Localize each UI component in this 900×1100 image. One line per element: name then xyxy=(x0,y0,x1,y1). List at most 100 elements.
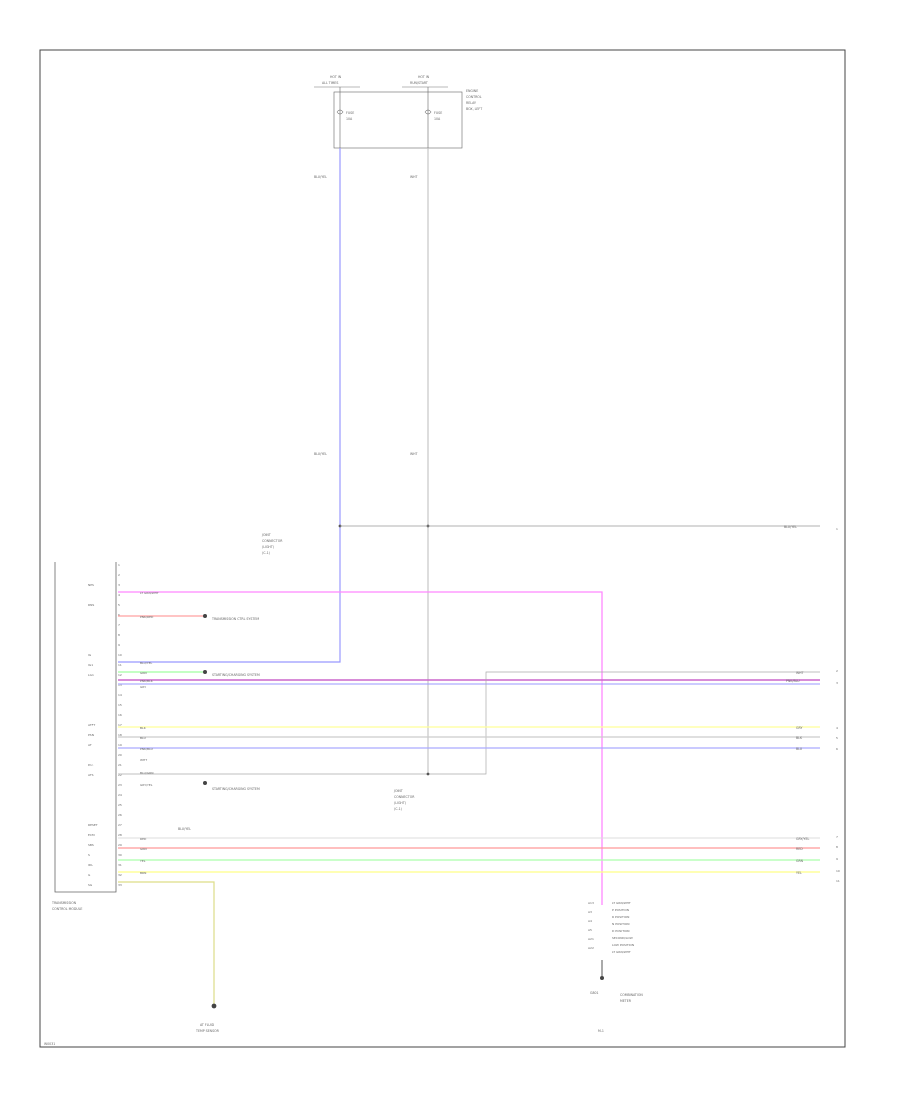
right-edge-number: 3 xyxy=(836,681,838,685)
wire-color-label: PNK/BLK xyxy=(140,679,154,683)
ecu-pin-label: RNS xyxy=(88,603,94,607)
meter-line-text: N POSITION xyxy=(612,922,629,926)
meter-line-text: SECOND/LOW xyxy=(612,936,633,940)
wire-color-label: PNK/RED xyxy=(140,615,154,619)
right-edge-number: 8 xyxy=(836,845,838,849)
right-label-4: BLK xyxy=(796,736,803,740)
ecu-pin-number: 13 xyxy=(118,683,122,687)
diagram-frame xyxy=(39,49,846,1048)
ecu-pin-number: 32 xyxy=(118,873,122,877)
meter-pin: A4 xyxy=(588,919,592,923)
ecu-pin-number: 19 xyxy=(118,743,122,747)
wire-label-group: LT GRN/WHTPNK/REDBLU/YELGRNPNK/BLKGRYBLK… xyxy=(140,591,159,875)
meter-label-1: COMBINATION xyxy=(620,993,643,997)
ref-starting-system-1: STARTING/CHARGING SYSTEM xyxy=(212,673,260,677)
ecu-pin-number: 23 xyxy=(118,783,122,787)
fuse-b-line1: HOT IN xyxy=(418,75,430,79)
fuse-a-line1: HOT IN xyxy=(330,75,342,79)
ecu-pin-number: 8 xyxy=(118,633,120,637)
wire-color-label: YEL xyxy=(140,859,146,863)
ecu-pin-label: RESET xyxy=(88,823,98,827)
wire-color-label: BLU/GRN xyxy=(140,771,153,775)
ecu-pin-number: 18 xyxy=(118,733,122,737)
figure-code: W0031 xyxy=(44,1042,55,1046)
ecu-pin-number: 6 xyxy=(118,613,120,617)
junction-2-label-4: (C-1) xyxy=(394,807,402,811)
right-edge-number: 5 xyxy=(836,736,838,740)
ecu-pin-number: 25 xyxy=(118,803,122,807)
ref-dot-transmission xyxy=(203,614,207,618)
harness-wires xyxy=(118,591,820,1004)
ecu-pin-label: IG1 xyxy=(88,663,93,667)
ref-dot-starting-2 xyxy=(203,781,207,785)
right-label-5: BLU xyxy=(796,747,803,751)
fuse-title-3: RELAY xyxy=(466,101,476,105)
fuse-b-name: FUSE xyxy=(434,111,442,115)
ecu-pin-label: P.U. xyxy=(88,763,93,767)
page-mark: M-1 xyxy=(598,1029,604,1033)
wire-color-label: GRN xyxy=(140,671,147,675)
wire-wht-return xyxy=(428,671,820,775)
meter-pin: A21 xyxy=(588,937,594,941)
ecu-pin-number: 3 xyxy=(118,583,120,587)
right-edge-number: 6 xyxy=(836,747,838,751)
ecu-pin-number: 10 xyxy=(118,653,122,657)
meter-pin: A3 xyxy=(588,910,592,914)
junction-2-label-3: (LIGHT) xyxy=(394,801,406,805)
meter-line-text: LT GRN/WHT xyxy=(612,950,631,954)
wire-brn-sensor xyxy=(118,881,215,1004)
wire-label-blu-ylw-right: BLU/YEL xyxy=(784,525,797,529)
fuse-a-name: FUSE xyxy=(346,111,354,115)
right-wire-labels: WHT PNK/BLU GRY BLK BLU GRY/YEL RED GRN … xyxy=(786,671,809,875)
ecu-pin-label: ATFT xyxy=(88,723,95,727)
ecu-label-1: TRANSMISSION xyxy=(51,901,77,905)
ecu-pin-label: SG xyxy=(88,883,93,887)
meter-line-text: LT GRN/WHT xyxy=(612,901,631,905)
wire-color-label: WHT xyxy=(140,758,147,762)
junction-1-label-2: CONNECTOR xyxy=(262,539,283,543)
right-edge-number: 4 xyxy=(836,726,838,730)
ground-label: G801 xyxy=(590,991,599,995)
ecu-pin-number: 15 xyxy=(118,703,122,707)
fuse-title-4: BOX, LEFT xyxy=(466,107,482,111)
fuse-a-symbol xyxy=(336,109,344,115)
ecu-pin-label: PSN xyxy=(88,733,94,737)
fuse-box: HOT IN ALL TIMES HOT IN RUN/START FUSE 1… xyxy=(314,75,482,149)
right-label-8: GRN xyxy=(796,859,804,863)
ecu-pin-number: 1 xyxy=(118,563,120,567)
ecu-pin-number: 24 xyxy=(118,793,122,797)
ecu-pin-number: 20 xyxy=(118,753,122,757)
ecu-pin-label: ECM xyxy=(88,833,95,837)
meter-line-text: R POSITION xyxy=(612,915,629,919)
ecu-pin-label: G xyxy=(88,873,91,877)
meter-pin: A22 xyxy=(588,946,594,950)
wire-color-label: BLU/YEL xyxy=(140,661,153,665)
sensor-wire-label: BLU/YEL xyxy=(178,827,191,831)
wire-blu-ylw-trunk xyxy=(118,148,341,663)
fuse-title-1: ENGINE xyxy=(466,89,478,93)
ecu-pin-label: LG1 xyxy=(88,673,94,677)
ecu-pin-label: ATS xyxy=(88,773,94,777)
right-edge-number: 7 xyxy=(836,835,838,839)
ecu-pin-number: 26 xyxy=(118,813,122,817)
fuse-b-rating: 10A xyxy=(434,117,441,121)
fuse-title-2: CONTROL xyxy=(466,95,482,99)
ecu-pin-label: IDL xyxy=(88,863,93,867)
right-label-6: GRY/YEL xyxy=(796,837,809,841)
ref-starting-system-2: STARTING/CHARGING SYSTEM xyxy=(212,787,260,791)
sensor-dot xyxy=(211,1003,217,1009)
ecu-pin-number: 30 xyxy=(118,853,122,857)
ecu-pin-label: S xyxy=(88,853,90,857)
right-edge-number: 10 xyxy=(836,869,840,873)
right-label-7: RED xyxy=(796,847,803,851)
ecu-pin-label: IG xyxy=(88,653,92,657)
right-label-2: PNK/BLU xyxy=(786,679,800,683)
sensor-label-2: TEMP SENSOR xyxy=(195,1029,220,1033)
wire-label-blu-ylw-mid: BLU/YEL xyxy=(314,452,327,456)
sensor-label-1: AT FLUID xyxy=(200,1023,215,1027)
wire-color-label: GRN xyxy=(140,847,147,851)
ecu-pin-number: 21 xyxy=(118,763,122,767)
